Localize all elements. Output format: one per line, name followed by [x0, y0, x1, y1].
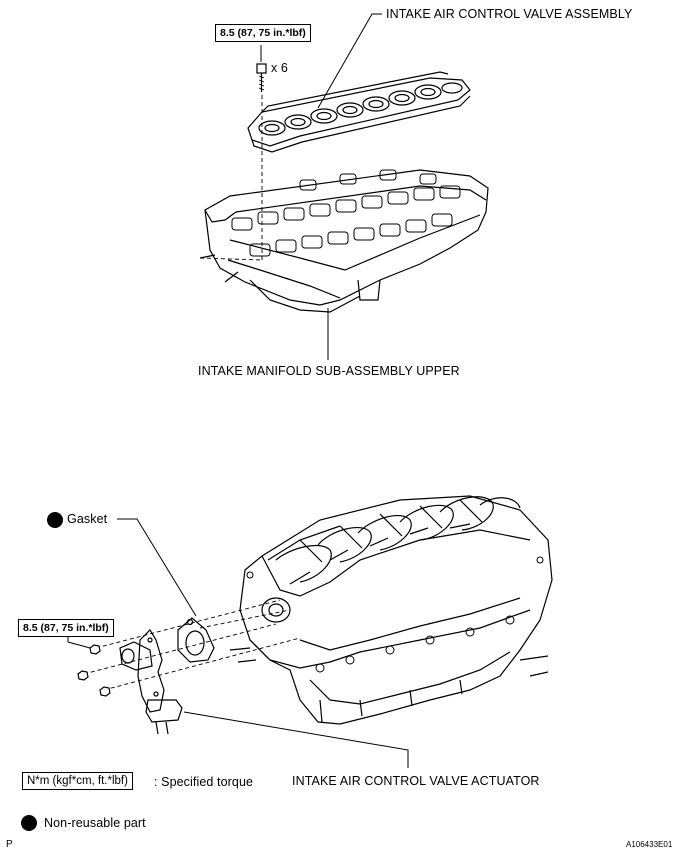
lower-torque-label: 8.5 (87, 75 in.*lbf): [18, 619, 114, 637]
bolt-icon: [256, 63, 267, 92]
gasket-label: Gasket: [67, 512, 108, 526]
non-reusable-legend-text: Non-reusable part: [44, 816, 146, 830]
valve-assembly-label: INTAKE AIR CONTROL VALVE ASSEMBLY: [386, 7, 633, 21]
intake-manifold-drawing: [229, 495, 553, 725]
non-reusable-legend-icon: [21, 815, 37, 831]
nut-icon: [77, 644, 111, 697]
intake-manifold-upper-drawing: [199, 169, 489, 313]
footer-left-code: P: [6, 839, 13, 850]
torque-legend-box: N*m (kgf*cm, ft.*lbf): [22, 772, 133, 790]
non-reusable-icon: [47, 512, 63, 528]
actuator-label: INTAKE AIR CONTROL VALVE ACTUATOR: [292, 774, 540, 788]
intake-air-control-valve-actuator-drawing: [119, 629, 183, 735]
gasket-drawing: [177, 617, 215, 663]
figure-id: A106433E01: [626, 840, 673, 849]
bolt-quantity: x 6: [271, 61, 288, 75]
top-torque-label: 8.5 (87, 75 in.*lbf): [215, 24, 311, 42]
torque-legend-text: : Specified torque: [154, 775, 254, 789]
intake-air-control-valve-assembly-drawing: [247, 71, 471, 153]
manifold-upper-label: INTAKE MANIFOLD SUB-ASSEMBLY UPPER: [198, 364, 460, 378]
